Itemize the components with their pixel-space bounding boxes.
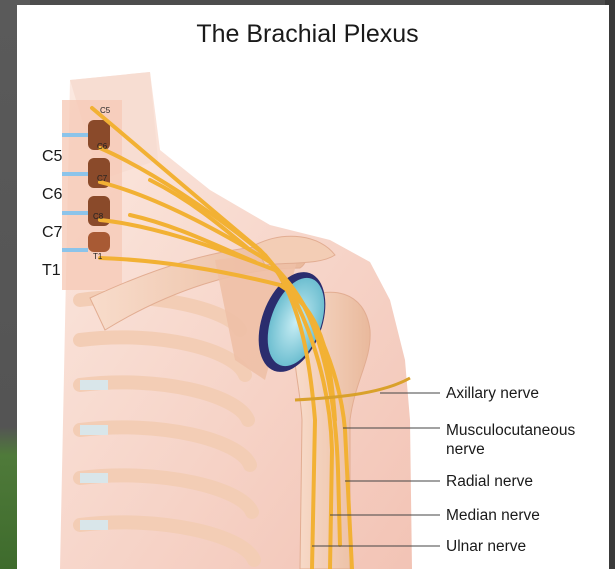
level-label-c6: C6 [42,186,62,204]
page-title: The Brachial Plexus [0,20,615,49]
vertebra-label-c5: C5 [100,106,110,115]
nerve-label-ulnar: Ulnar nerve [446,537,526,556]
nerve-label-radial: Radial nerve [446,472,533,491]
nerve-label-line: Median nerve [446,507,540,524]
level-label-c5: C5 [42,148,62,166]
vertebra-label-t1: T1 [93,252,102,261]
nerve-label-line-2: nerve [446,441,485,458]
level-label-t1: T1 [42,262,61,280]
nerve-label-musculocutaneous: Musculocutaneous nerve [446,421,575,459]
level-label-c7: C7 [42,224,62,242]
nerve-label-line: Radial nerve [446,473,533,490]
nerve-label-line: Musculocutaneous [446,422,575,439]
nerve-label-median: Median nerve [446,506,540,525]
vertebra-label-c6: C6 [97,142,107,151]
nerve-label-axillary: Axillary nerve [446,384,539,403]
vertebra-label-c7: C7 [97,174,107,183]
nerve-label-line: Axillary nerve [446,385,539,402]
vertebra-label-c8: C8 [93,212,103,221]
nerve-label-line: Ulnar nerve [446,538,526,555]
